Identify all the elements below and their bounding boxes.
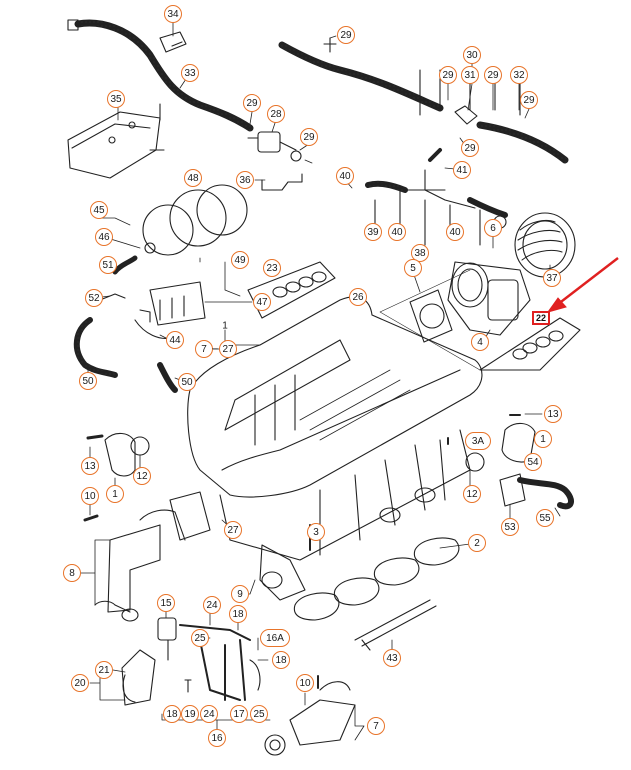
callout-29: 29 <box>337 26 355 44</box>
cover-panel-22 <box>379 269 581 371</box>
callout-50: 50 <box>79 372 97 390</box>
callout-3: 3 <box>307 523 325 541</box>
callout-28: 28 <box>267 105 285 123</box>
callout-2: 2 <box>468 534 486 552</box>
callout-27: 27 <box>224 521 242 539</box>
callout-8: 8 <box>63 564 81 582</box>
label-separator: – <box>212 343 218 355</box>
callout-7: 7 <box>195 340 213 358</box>
callout-6: 6 <box>484 219 502 237</box>
callout-24: 24 <box>200 705 218 723</box>
highlight-arrow <box>546 257 619 313</box>
hose-33 <box>67 19 254 132</box>
callout-54: 54 <box>524 453 542 471</box>
callout-32: 32 <box>510 66 528 84</box>
gaskets-3 <box>293 537 460 621</box>
callout-13: 13 <box>544 405 562 423</box>
intake-boot-37 <box>493 212 576 278</box>
callout-29: 29 <box>520 91 538 109</box>
callout-55: 55 <box>536 509 554 527</box>
callout-50: 50 <box>178 373 196 391</box>
callout-22-highlighted: 22 <box>532 311 550 325</box>
callout-37: 37 <box>543 269 561 287</box>
callout-52: 52 <box>85 289 103 307</box>
callout-34: 34 <box>164 5 182 23</box>
callout-15: 15 <box>157 594 175 612</box>
callout-31: 31 <box>461 66 479 84</box>
callout-40: 40 <box>336 167 354 185</box>
hose-50 <box>73 255 178 393</box>
callout-29: 29 <box>461 139 479 157</box>
callout-39: 39 <box>364 223 382 241</box>
callout-48: 48 <box>184 169 202 187</box>
intake-manifold-26 <box>187 296 483 561</box>
callout-35: 35 <box>107 90 125 108</box>
callout-29: 29 <box>300 128 318 146</box>
callout-46: 46 <box>95 228 113 246</box>
callout-45: 45 <box>90 201 108 219</box>
callout-33: 33 <box>181 64 199 82</box>
callout-9: 9 <box>231 585 249 603</box>
rod-43 <box>354 599 437 651</box>
callout-3A: 3A <box>465 432 491 450</box>
part-label-1: 1 <box>222 320 228 332</box>
callout-19: 19 <box>181 705 199 723</box>
vacuum-lines-40 <box>365 148 508 246</box>
bracket-36 <box>261 173 303 191</box>
callout-1: 1 <box>106 485 124 503</box>
callout-49: 49 <box>231 251 249 269</box>
callout-36: 36 <box>236 171 254 189</box>
valve-15 <box>157 617 261 701</box>
callout-40: 40 <box>446 223 464 241</box>
callout-29: 29 <box>439 66 457 84</box>
callout-25: 25 <box>191 629 209 647</box>
hose-30 <box>278 37 569 164</box>
callout-24: 24 <box>203 596 221 614</box>
throttle-body-4 <box>409 261 531 343</box>
callout-4: 4 <box>471 333 489 351</box>
valve-28 <box>247 131 302 162</box>
callout-30: 30 <box>463 46 481 64</box>
callout-26: 26 <box>349 288 367 306</box>
bracket-35 <box>67 103 165 179</box>
callout-1: 1 <box>534 430 552 448</box>
callout-7: 7 <box>367 717 385 735</box>
callout-43: 43 <box>383 649 401 667</box>
callout-10: 10 <box>81 487 99 505</box>
callout-17: 17 <box>230 705 248 723</box>
callout-40: 40 <box>388 223 406 241</box>
callout-44: 44 <box>166 331 184 349</box>
callout-20: 20 <box>71 674 89 692</box>
callout-12: 12 <box>463 485 481 503</box>
bracket-9 <box>169 491 311 601</box>
callout-23: 23 <box>263 259 281 277</box>
callout-12: 12 <box>133 467 151 485</box>
callout-18: 18 <box>163 705 181 723</box>
callout-21: 21 <box>95 661 113 679</box>
callout-41: 41 <box>453 161 471 179</box>
callout-16: 16 <box>208 729 226 747</box>
callout-47: 47 <box>253 293 271 311</box>
callout-18: 18 <box>229 605 247 623</box>
callout-16A: 16A <box>260 629 290 647</box>
callout-5: 5 <box>404 259 422 277</box>
callout-13: 13 <box>81 457 99 475</box>
callout-27: 27 <box>219 340 237 358</box>
bracket-20 <box>121 649 156 706</box>
callout-53: 53 <box>501 518 519 536</box>
callout-29: 29 <box>484 66 502 84</box>
callout-51: 51 <box>99 256 117 274</box>
callout-18: 18 <box>272 651 290 669</box>
callout-38: 38 <box>411 244 429 262</box>
callout-10: 10 <box>296 674 314 692</box>
bracket-7 <box>264 675 356 756</box>
callout-25: 25 <box>250 705 268 723</box>
callout-29: 29 <box>243 94 261 112</box>
bracket-8 <box>94 509 186 622</box>
